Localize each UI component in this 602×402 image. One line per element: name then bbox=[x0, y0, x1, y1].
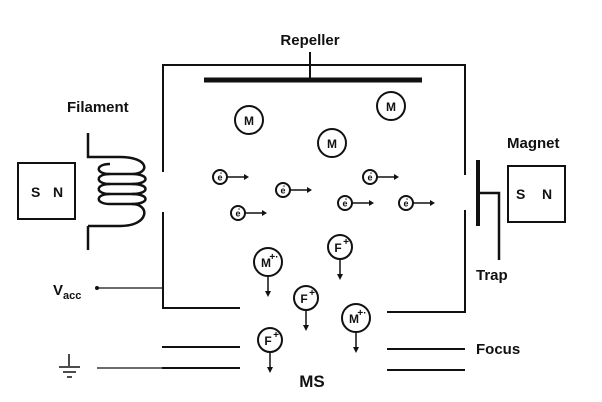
chamber-wall-left-lower bbox=[162, 212, 240, 309]
left-magnet-n: N bbox=[53, 184, 63, 200]
svg-text:+·: +· bbox=[357, 308, 366, 319]
repeller-label: Repeller bbox=[280, 32, 339, 49]
svg-text:F: F bbox=[334, 241, 341, 255]
svg-text:M: M bbox=[261, 256, 271, 270]
trap-lead bbox=[478, 191, 501, 260]
svg-text:-: - bbox=[370, 170, 373, 177]
electron: e- bbox=[275, 182, 312, 198]
svg-text:F: F bbox=[264, 334, 271, 348]
electron: e- bbox=[362, 169, 399, 185]
svg-text:e: e bbox=[217, 173, 222, 183]
electron: e- bbox=[230, 205, 267, 221]
svg-text:+: + bbox=[309, 288, 315, 299]
svg-text:e: e bbox=[403, 199, 408, 209]
svg-text:e: e bbox=[235, 209, 240, 219]
fragment-ion: F+ bbox=[293, 285, 319, 331]
neutral-molecule: M bbox=[317, 128, 347, 158]
chamber-wall-right-lower bbox=[387, 210, 466, 313]
svg-text:M: M bbox=[244, 114, 254, 128]
left-magnet-s: S bbox=[31, 184, 40, 200]
svg-text:-: - bbox=[220, 170, 223, 177]
electron: e- bbox=[212, 169, 249, 185]
right-magnet-s: S bbox=[516, 186, 525, 202]
ms-label: MS bbox=[299, 372, 325, 391]
right-magnet bbox=[507, 165, 566, 223]
svg-text:+·: +· bbox=[269, 252, 278, 263]
svg-text:e: e bbox=[367, 173, 372, 183]
electron: e- bbox=[398, 195, 435, 211]
svg-text:F: F bbox=[300, 292, 307, 306]
svg-text:-: - bbox=[345, 196, 348, 203]
molecular-ion: M+· bbox=[253, 247, 283, 297]
svg-text:+: + bbox=[273, 330, 279, 341]
right-magnet-n: N bbox=[542, 186, 552, 202]
molecular-ion: M+· bbox=[341, 303, 371, 353]
filament-label: Filament bbox=[67, 99, 129, 116]
svg-text:M: M bbox=[386, 100, 396, 114]
chamber-wall-top bbox=[162, 64, 466, 175]
neutral-molecule: M bbox=[234, 105, 264, 135]
svg-text:e: e bbox=[280, 186, 285, 196]
svg-text:-: - bbox=[238, 206, 241, 213]
vacc-label: Vacc bbox=[53, 282, 81, 302]
svg-text:M: M bbox=[349, 312, 359, 326]
magnet-label: Magnet bbox=[507, 135, 560, 152]
fragment-ion: F+ bbox=[327, 234, 353, 280]
fragment-ion: F+ bbox=[257, 327, 283, 373]
svg-text:-: - bbox=[406, 196, 409, 203]
svg-text:+: + bbox=[343, 237, 349, 248]
focus-label: Focus bbox=[476, 341, 520, 358]
electron: e- bbox=[337, 195, 374, 211]
neutral-molecule: M bbox=[376, 91, 406, 121]
trap-label: Trap bbox=[476, 267, 508, 284]
svg-text:-: - bbox=[283, 183, 286, 190]
left-magnet bbox=[17, 162, 76, 220]
svg-text:e: e bbox=[342, 199, 347, 209]
svg-text:M: M bbox=[327, 137, 337, 151]
ground-icon bbox=[59, 354, 80, 378]
filament-coil bbox=[86, 133, 147, 250]
